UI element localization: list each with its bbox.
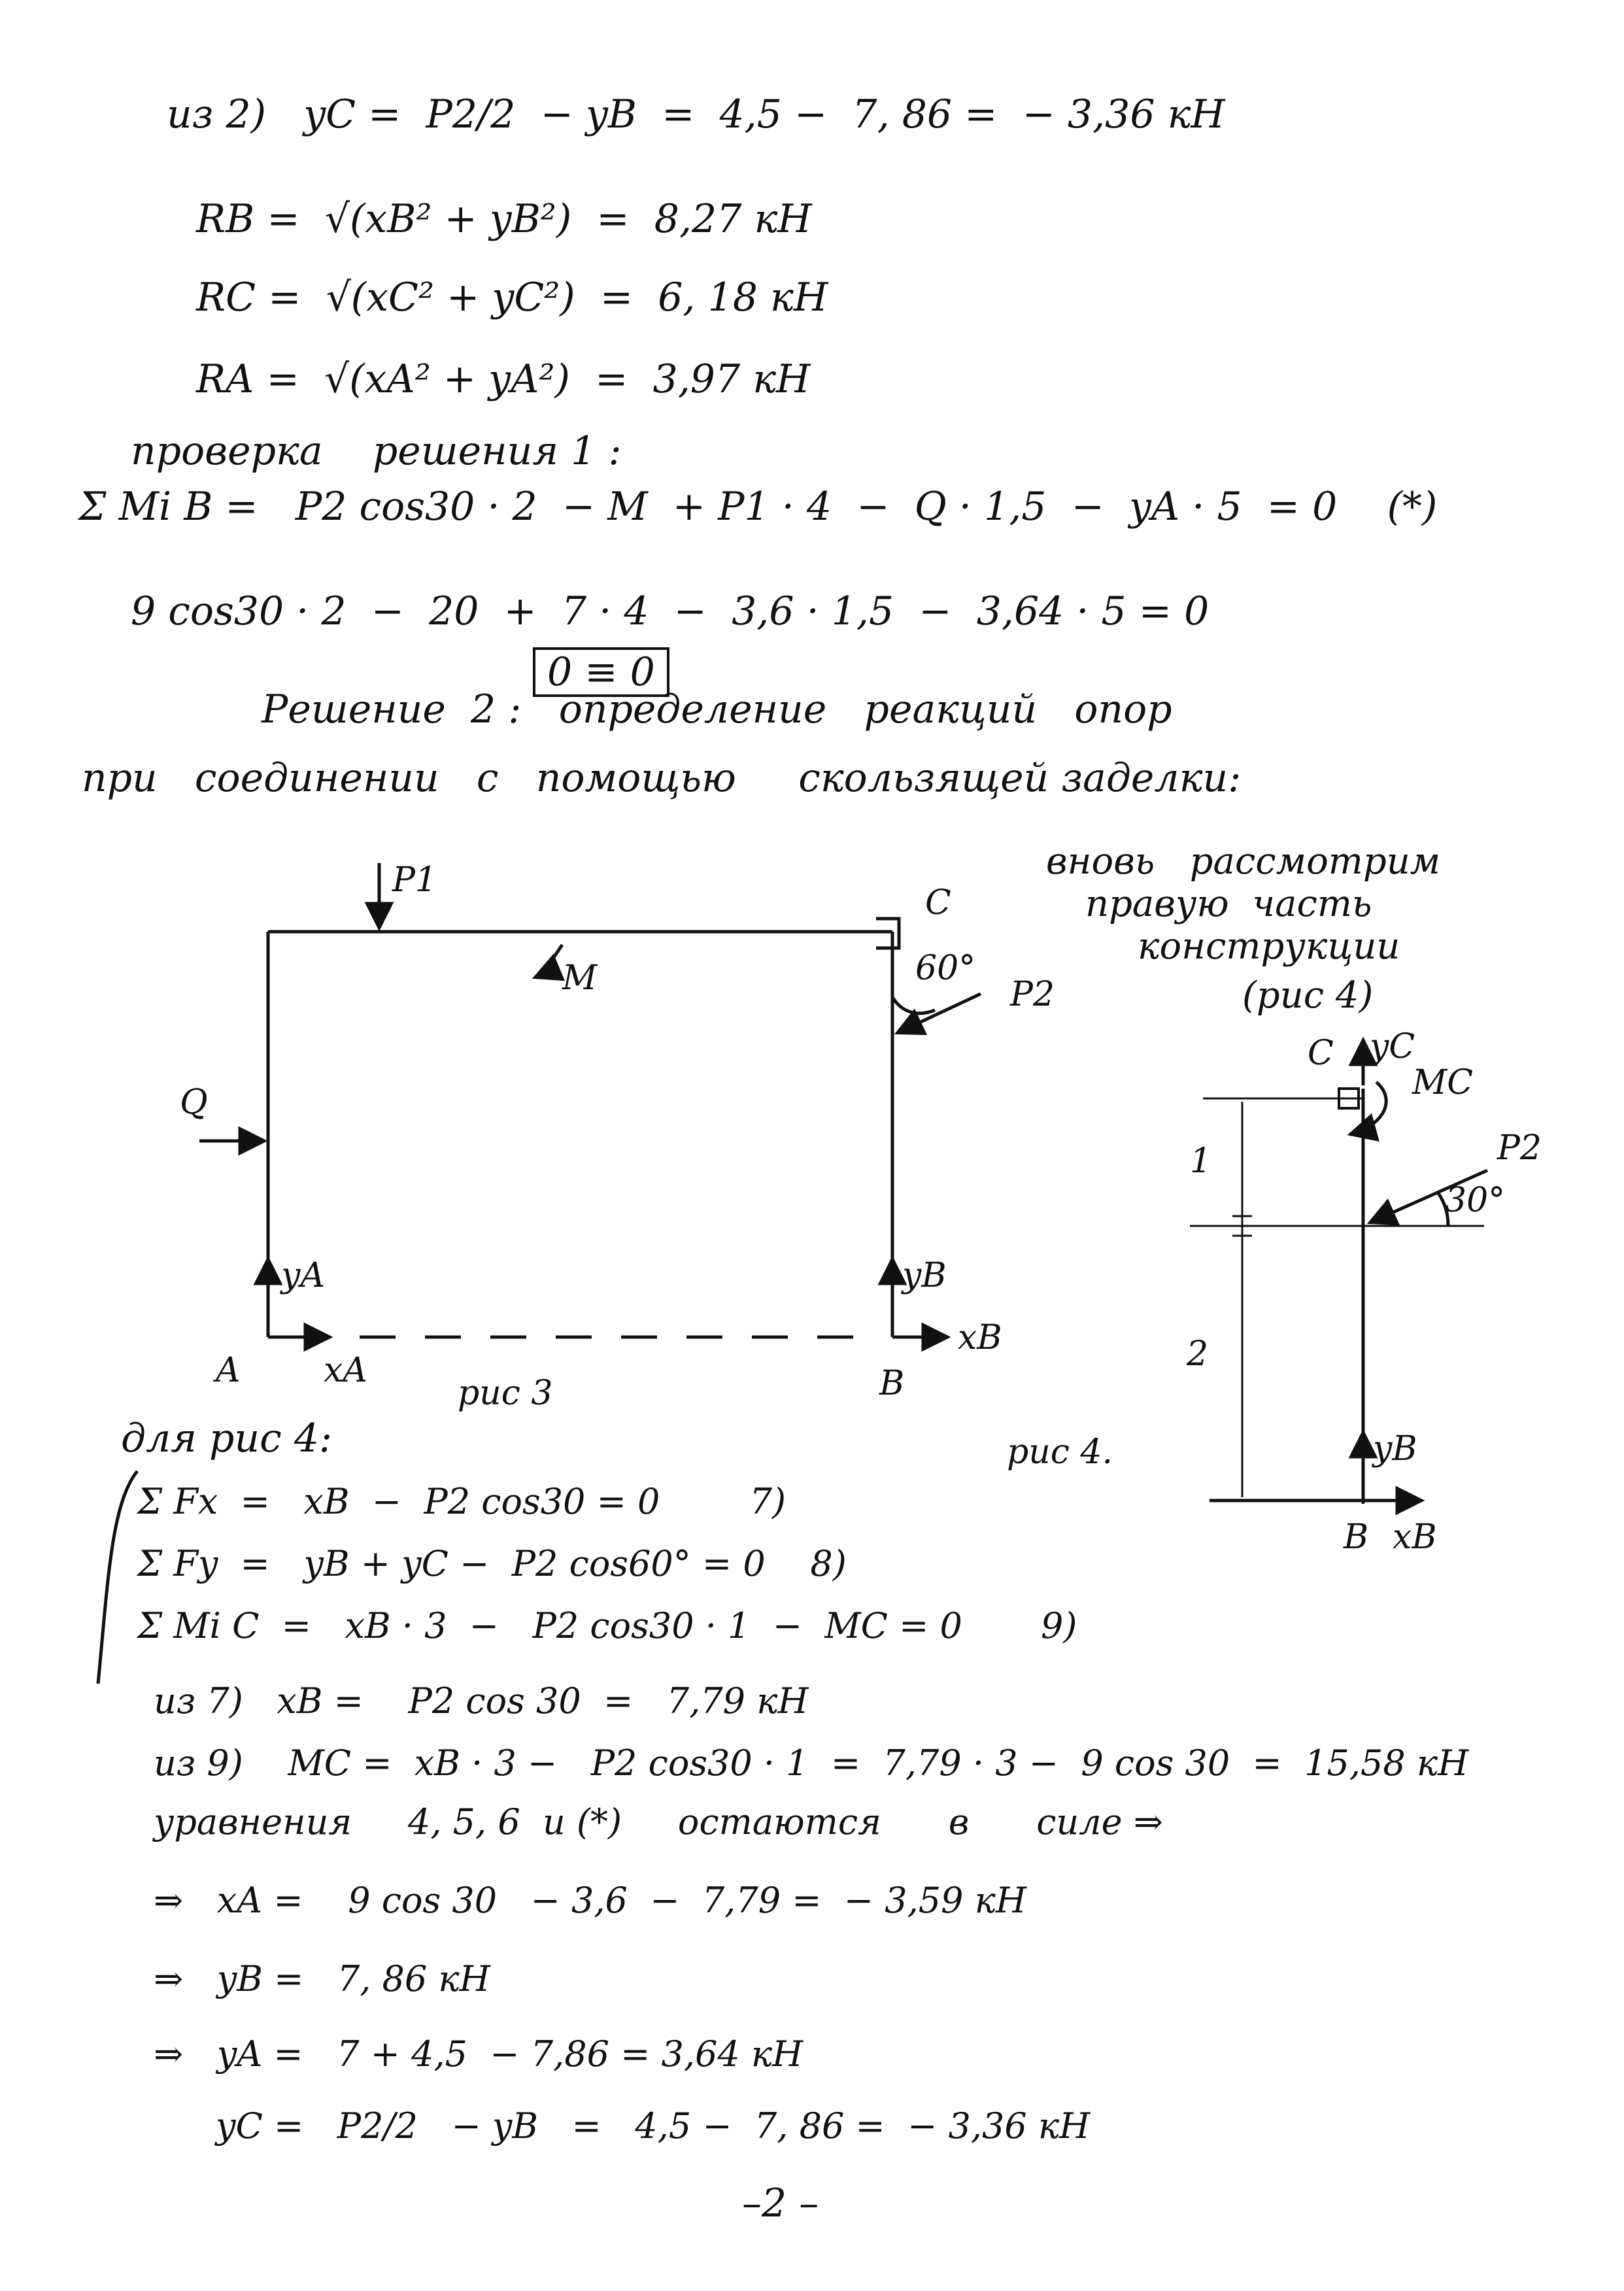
fig4-angle-30-arc — [1436, 1192, 1450, 1227]
fig3-label-c: C — [925, 883, 951, 923]
ya-result-line: ⇒ yA = 7 + 4,5 − 7,86 = 3,64 кН — [154, 2033, 804, 2075]
equation-7: Σ Fx = xB − P2 cos30 = 0 7) — [137, 1481, 787, 1522]
yb-result-line: ⇒ yB = 7, 86 кН — [154, 1958, 490, 1999]
from-eq9-line: из 9) MC = xB · 3 − P2 cos30 · 1 = 7,79 … — [154, 1742, 1469, 1784]
fig4-label-dim-2: 2 — [1187, 1334, 1209, 1374]
moment-check-equation: Σ Mi B = P2 cos30 · 2 − M + P1 · 4 − Q ·… — [78, 484, 1438, 530]
from-eq7-line: из 7) xB = P2 cos 30 = 7,79 кН — [154, 1680, 809, 1722]
fig4-label-xb: xB — [1393, 1518, 1437, 1557]
identity-box: 0 ≡ 0 — [533, 647, 669, 697]
rc-line: RC = √(xC² + yC²) = 6, 18 кН — [196, 275, 828, 320]
angle-60-arc — [890, 996, 936, 1015]
equation-9: Σ Mi C = xB · 3 − P2 cos30 · 1 − MC = 0 … — [137, 1605, 1077, 1646]
p2-arrow-fig3 — [894, 992, 982, 1036]
equation-8: Σ Fy = yB + yC − P2 cos60° = 0 8) — [137, 1543, 847, 1584]
xa-result-line: ⇒ xA = 9 cos 30 − 3,6 − 7,79 = − 3,59 кН — [154, 1880, 1026, 1921]
for-fig4-heading: для рис 4: — [121, 1416, 333, 1461]
fig4-label-yc: yC — [1370, 1027, 1415, 1066]
rb-line: RB = √(xB² + yB²) = 8,27 кН — [196, 196, 812, 242]
fig4-clamp — [1338, 1087, 1360, 1110]
fig3-label-xb: xB — [958, 1318, 1002, 1357]
note-line-1: вновь рассмотрим — [1046, 840, 1441, 883]
fig3-label-m: M — [562, 959, 598, 998]
solution2-line1: Решение 2 : определение реакций опор — [262, 687, 1172, 732]
fig3-label-q: Q — [180, 1083, 208, 1122]
fig3-caption: рис 3 — [458, 1374, 553, 1413]
moment-check-numeric: 9 cos30 · 2 − 20 + 7 · 4 − 3,6 · 1,5 − 3… — [131, 588, 1210, 634]
note-line-2: правую часть — [1085, 883, 1372, 925]
fig4-mc-arc — [1347, 1081, 1388, 1142]
fig3-label-p1: P1 — [392, 860, 437, 900]
solution2-line2: при соединении с помощью скользящей заде… — [82, 755, 1242, 801]
fig4-label-angle-30: 30° — [1445, 1181, 1506, 1220]
fig3-label-yb: yB — [902, 1256, 947, 1295]
yc-result-line: из 2) yC = P2/2 − yB = 4,5 − 7, 86 = − 3… — [167, 92, 1225, 137]
fig4-label-dim-1: 1 — [1190, 1142, 1212, 1181]
ra-line: RA = √(xA² + yA²) = 3,97 кН — [196, 356, 811, 402]
fig3-label-xa: xA — [324, 1351, 367, 1390]
fig4-label-yb: yB — [1373, 1429, 1417, 1468]
fig4-label-mc: MC — [1412, 1063, 1474, 1102]
page-number: –2 – — [742, 2181, 819, 2226]
note-line-3: конструкции — [1138, 925, 1400, 968]
fig3-label-p2: P2 — [1010, 975, 1055, 1014]
fig4-p2-arrow — [1366, 1168, 1489, 1226]
fig4-label-c: C — [1308, 1034, 1334, 1073]
sliding-clamp-c — [876, 917, 901, 950]
fig4-label-p2: P2 — [1497, 1129, 1542, 1168]
fig3-label-angle-60: 60° — [915, 949, 976, 988]
fig3-label-ya: yA — [281, 1256, 325, 1295]
note-line-4: (рис 4) — [1242, 974, 1374, 1017]
figure-4-drawing — [1190, 1036, 1489, 1516]
fig3-label-a: A — [216, 1351, 241, 1390]
remaining-equations-line: уравнения 4, 5, 6 и (*) остаются в силе … — [154, 1801, 1164, 1842]
check-title: проверка решения 1 : — [131, 428, 622, 474]
fig4-label-b: B — [1344, 1518, 1369, 1557]
fig3-label-b: B — [879, 1364, 905, 1403]
fig4-caption: рис 4. — [1007, 1433, 1113, 1472]
yc-result-line-2: yC = P2/2 − yB = 4,5 − 7, 86 = − 3,36 кН — [216, 2105, 1091, 2147]
moment-m-arc — [532, 943, 566, 981]
